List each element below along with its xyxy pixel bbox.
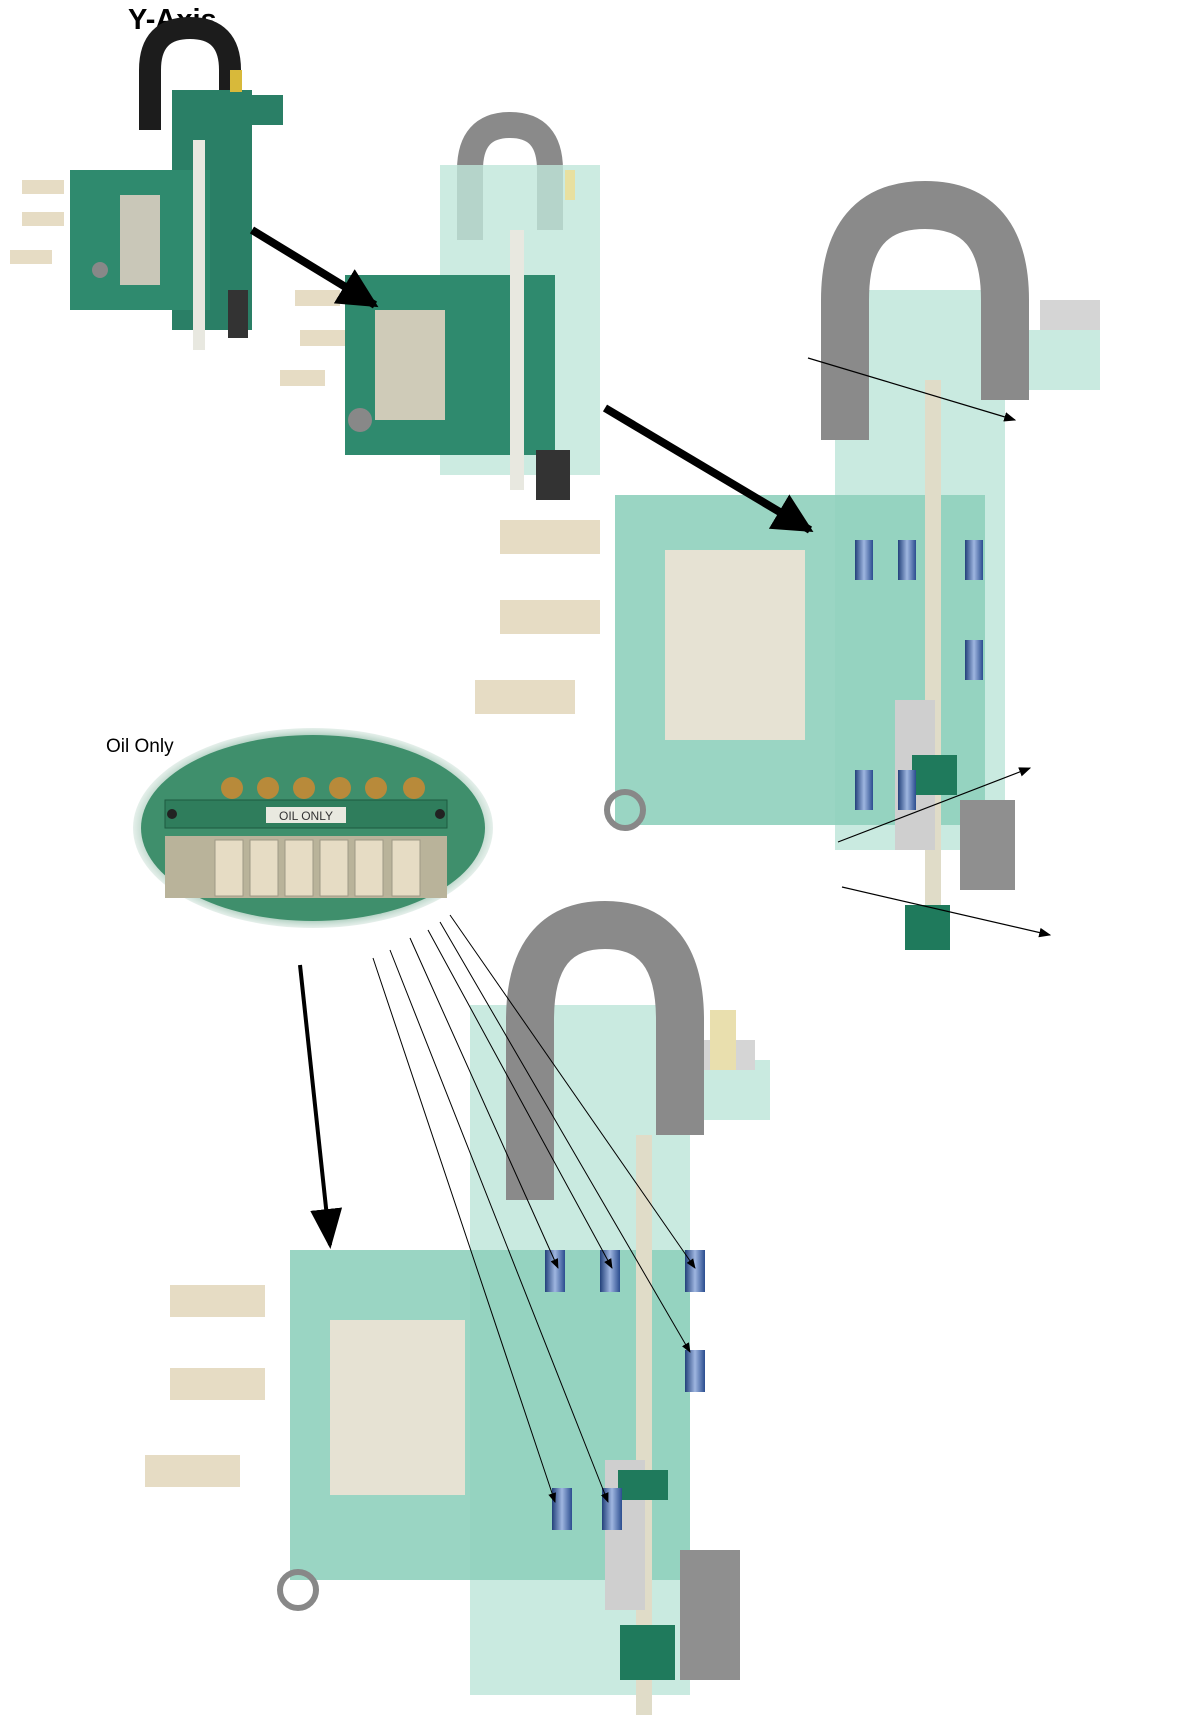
- assembly-large-view: [475, 180, 1100, 950]
- lube-block: [620, 1625, 675, 1680]
- oil-manifold-photo: OIL ONLY: [133, 728, 493, 928]
- lube-block: [618, 1470, 668, 1500]
- cable-carrier: [821, 180, 1029, 440]
- cable-carrier: [457, 111, 563, 240]
- oil-fittings: [221, 777, 425, 799]
- lube-block: [912, 755, 957, 795]
- cable-carrier: [139, 16, 241, 140]
- leader-lines-bearings: [372, 914, 696, 1503]
- oil-only-callout: Oil Only: [106, 736, 174, 757]
- assembly-medium-view: [280, 111, 600, 500]
- flow-arrows: [249, 226, 814, 534]
- oval-to-view-arrow: [298, 964, 343, 1249]
- assembly-small-view: [10, 16, 283, 350]
- leader-lines-large: [807, 357, 1052, 938]
- cable-carrier: [506, 900, 704, 1200]
- lube-block: [905, 905, 950, 950]
- manifold-label: OIL ONLY: [279, 809, 333, 823]
- assembly-bottom-view: [145, 900, 770, 1715]
